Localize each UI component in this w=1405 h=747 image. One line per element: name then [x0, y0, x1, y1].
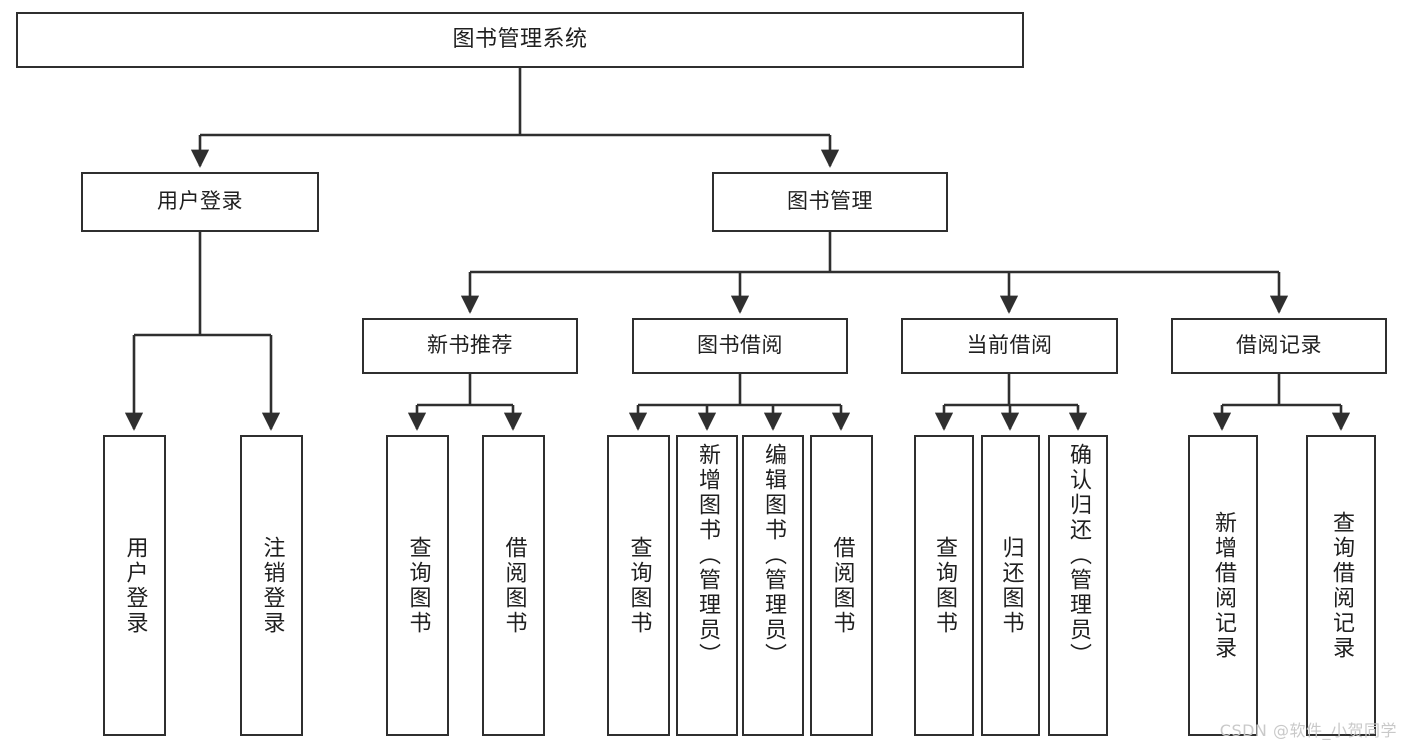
node-leaf-borrow-book-1-label: 借阅图书: [501, 535, 527, 636]
node-leaf-query-record-label: 查询借阅记录: [1329, 510, 1354, 661]
node-new-book-rec[interactable]: 新书推荐: [362, 318, 578, 374]
node-leaf-edit-book[interactable]: 编辑图书（管理员）: [742, 435, 804, 736]
node-leaf-user-login-label: 用户登录: [122, 535, 148, 636]
node-leaf-add-record-label: 新增借阅记录: [1211, 510, 1236, 661]
node-leaf-return-book-label: 归还图书: [998, 535, 1024, 636]
node-book-borrow-label: 图书借阅: [697, 333, 783, 358]
node-book-manage-label: 图书管理: [787, 189, 873, 214]
node-leaf-user-logout[interactable]: 注销登录: [240, 435, 303, 736]
node-borrow-record-label: 借阅记录: [1236, 333, 1322, 358]
node-current-borrow-label: 当前借阅: [966, 333, 1053, 358]
node-leaf-user-login[interactable]: 用户登录: [103, 435, 166, 736]
node-leaf-borrow-book-2[interactable]: 借阅图书: [810, 435, 873, 736]
node-leaf-query-book-2[interactable]: 查询图书: [607, 435, 670, 736]
node-leaf-query-book-2-label: 查询图书: [626, 535, 652, 636]
node-leaf-add-book[interactable]: 新增图书（管理员）: [676, 435, 738, 736]
node-leaf-query-record[interactable]: 查询借阅记录: [1306, 435, 1376, 736]
node-user-login-label: 用户登录: [157, 189, 243, 214]
node-leaf-edit-book-label: 编辑图书（管理员）: [761, 443, 786, 668]
csdn-watermark: CSDN @软件_小贺同学: [1219, 721, 1397, 740]
node-leaf-query-book-1[interactable]: 查询图书: [386, 435, 449, 736]
node-book-borrow[interactable]: 图书借阅: [632, 318, 848, 374]
node-root[interactable]: 图书管理系统: [16, 12, 1024, 68]
node-leaf-add-record[interactable]: 新增借阅记录: [1188, 435, 1258, 736]
node-book-manage[interactable]: 图书管理: [712, 172, 948, 232]
node-leaf-query-book-3-label: 查询图书: [932, 535, 957, 636]
node-leaf-borrow-book-2-label: 借阅图书: [829, 535, 855, 636]
node-leaf-query-book-3[interactable]: 查询图书: [914, 435, 974, 736]
node-current-borrow[interactable]: 当前借阅: [901, 318, 1118, 374]
node-leaf-confirm-return[interactable]: 确认归还（管理员）: [1048, 435, 1108, 736]
node-leaf-return-book[interactable]: 归还图书: [981, 435, 1040, 736]
node-user-login[interactable]: 用户登录: [81, 172, 319, 232]
node-new-book-rec-label: 新书推荐: [427, 333, 513, 358]
node-borrow-record[interactable]: 借阅记录: [1171, 318, 1387, 374]
node-leaf-query-book-1-label: 查询图书: [405, 535, 431, 636]
node-leaf-user-logout-label: 注销登录: [259, 535, 285, 636]
node-leaf-borrow-book-1[interactable]: 借阅图书: [482, 435, 545, 736]
node-leaf-confirm-return-label: 确认归还（管理员）: [1066, 443, 1091, 668]
node-root-label: 图书管理系统: [452, 26, 588, 52]
node-leaf-add-book-label: 新增图书（管理员）: [695, 443, 720, 668]
